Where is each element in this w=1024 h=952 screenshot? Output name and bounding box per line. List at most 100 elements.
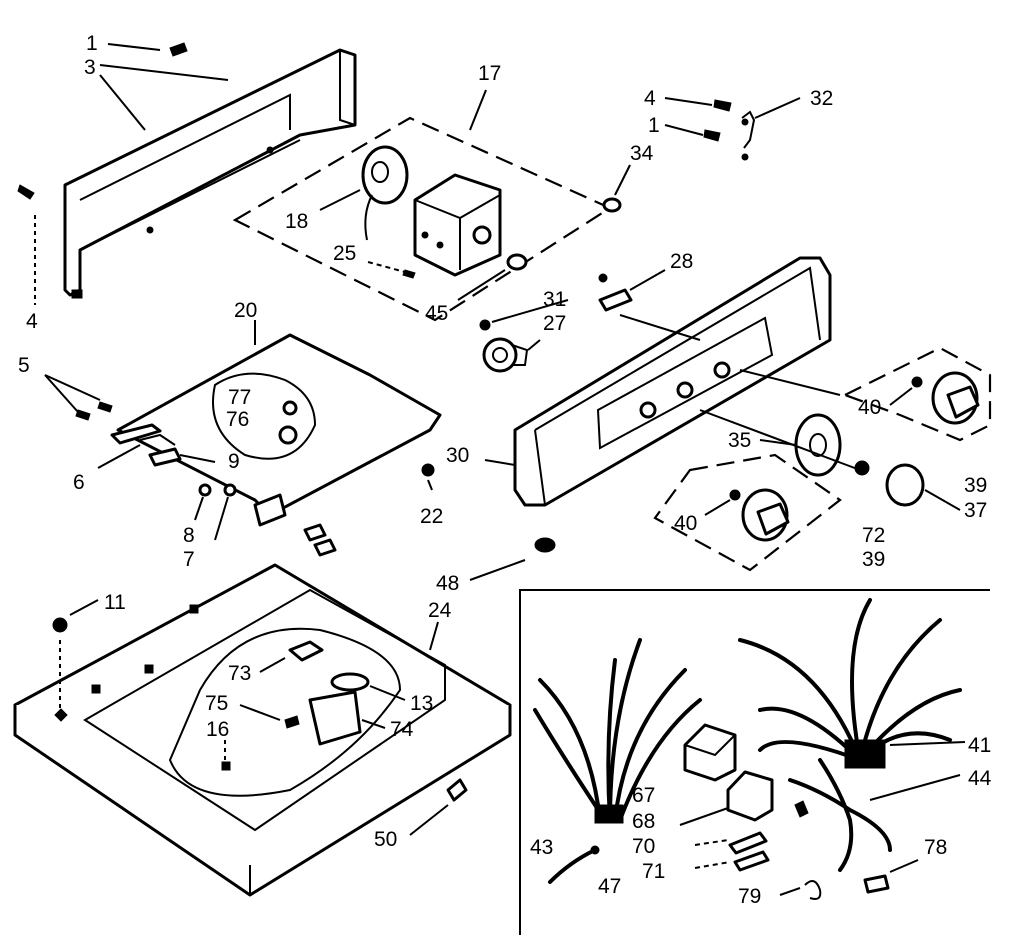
label-18: 18 xyxy=(285,210,308,233)
clip-34 xyxy=(602,164,631,213)
timer-motor xyxy=(319,145,409,241)
label-40: 40 xyxy=(858,396,881,419)
label-37: 37 xyxy=(964,499,987,522)
screw-25 xyxy=(367,261,416,279)
small-parts-70-71 xyxy=(679,800,809,872)
harness-44 xyxy=(788,758,961,872)
label-41: 41 xyxy=(968,734,991,757)
bumper-22 xyxy=(421,463,435,477)
harness-43 xyxy=(533,638,702,824)
label-67: 67 xyxy=(632,784,655,807)
label-71: 71 xyxy=(642,860,665,883)
rear-console-housing xyxy=(63,48,357,299)
hinge-6-9 xyxy=(97,423,216,469)
control-panel xyxy=(484,256,832,507)
main-top-24 xyxy=(13,563,512,897)
leader-24 xyxy=(429,621,439,651)
leader-17 xyxy=(469,89,487,131)
label-28: 28 xyxy=(670,250,693,273)
label-77: 77 xyxy=(228,386,251,409)
label-50: 50 xyxy=(374,828,397,851)
relay-68 xyxy=(726,770,774,822)
label-39: 39 xyxy=(964,474,987,497)
label-35: 35 xyxy=(728,429,751,452)
relay-67 xyxy=(683,723,737,782)
knob-45-shaft xyxy=(457,253,528,301)
label-3: 3 xyxy=(84,56,96,79)
wire-47 xyxy=(548,845,600,884)
label-20: 20 xyxy=(234,299,257,322)
label-11: 11 xyxy=(104,591,126,614)
label-32: 32 xyxy=(810,87,833,110)
labels: 1 3 4 17 4 32 1 34 18 25 45 28 31 27 20 … xyxy=(18,32,992,908)
leader-7 xyxy=(214,496,229,541)
leader-3a xyxy=(99,64,229,81)
label-8: 8 xyxy=(183,524,195,547)
label-75: 75 xyxy=(205,692,228,715)
label-4: 4 xyxy=(26,310,38,333)
screw-7 xyxy=(223,483,237,497)
label-72: 72 xyxy=(862,524,885,547)
harness-frame xyxy=(519,589,990,935)
terminal-78 xyxy=(863,859,919,894)
label-73: 73 xyxy=(228,662,251,685)
label-79: 79 xyxy=(738,885,761,908)
label-25: 25 xyxy=(333,242,356,265)
label-5: 5 xyxy=(18,354,30,377)
switch-28 xyxy=(598,269,666,312)
leader-panel-upper xyxy=(739,369,841,396)
clip-50 xyxy=(409,778,468,836)
label-48: 48 xyxy=(436,572,459,595)
label-34: 34 xyxy=(630,142,654,165)
label-47: 47 xyxy=(598,875,621,898)
motor-27 xyxy=(479,299,569,373)
lid-switch-parts xyxy=(221,640,406,771)
leader-3b xyxy=(99,74,146,131)
wire-79 xyxy=(779,880,822,900)
foot-48 xyxy=(469,537,556,581)
label-74: 74 xyxy=(390,718,414,741)
knob-39-lower xyxy=(704,488,790,542)
label-27: 27 xyxy=(543,312,566,335)
label-4: 4 xyxy=(644,87,656,110)
label-44: 44 xyxy=(968,767,992,790)
knob-box-lower xyxy=(653,453,842,572)
top-panel-20 xyxy=(116,320,442,517)
label-22: 22 xyxy=(420,505,443,528)
label-30: 30 xyxy=(446,444,469,467)
label-45: 45 xyxy=(425,302,448,325)
label-16: 16 xyxy=(206,718,229,741)
leader-22 xyxy=(427,479,433,491)
leader-28-panel xyxy=(619,314,701,341)
label-17: 17 xyxy=(478,62,501,85)
label-68: 68 xyxy=(632,810,655,833)
label-78: 78 xyxy=(924,836,947,859)
dial-35 xyxy=(759,413,842,477)
screw-8 xyxy=(198,483,212,497)
leader-panel-knobs xyxy=(699,409,861,471)
hinge-rod xyxy=(253,493,337,557)
label-6: 6 xyxy=(73,471,85,494)
knob-37 xyxy=(885,463,961,511)
label-7: 7 xyxy=(183,548,195,571)
label-1: 1 xyxy=(648,114,660,137)
screw-4-left xyxy=(17,184,36,305)
label-43: 43 xyxy=(530,836,553,859)
label-70: 70 xyxy=(632,835,655,858)
label-39: 39 xyxy=(862,548,885,571)
label-9: 9 xyxy=(228,450,240,473)
screws-5 xyxy=(44,374,113,421)
label-13: 13 xyxy=(410,692,433,715)
label-1: 1 xyxy=(86,32,98,55)
leader-8 xyxy=(194,496,204,521)
plug-11 xyxy=(52,599,99,710)
label-24: 24 xyxy=(428,599,452,622)
label-31: 31 xyxy=(543,288,566,311)
label-40: 40 xyxy=(674,512,697,535)
screw-1-top xyxy=(107,42,188,57)
timer xyxy=(413,173,502,277)
harness-41 xyxy=(738,598,966,769)
knob-box-upper xyxy=(842,346,992,442)
screws-right-top xyxy=(664,97,801,161)
